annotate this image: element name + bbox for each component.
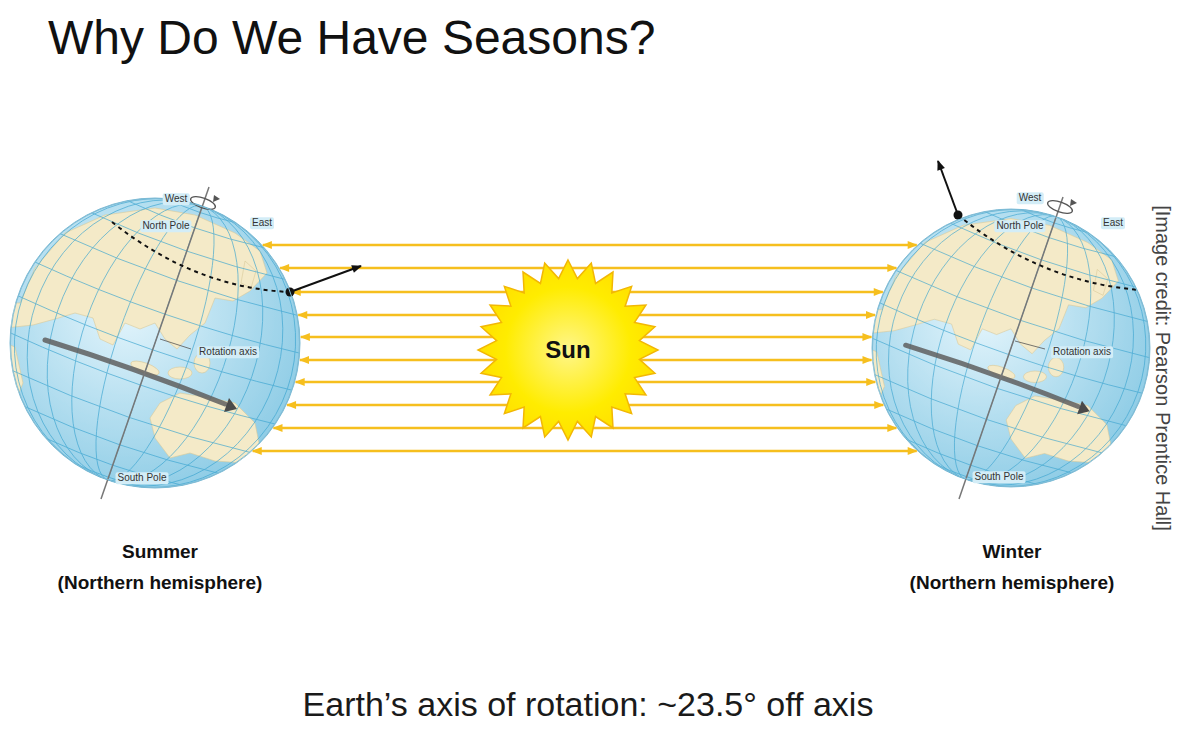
season-label: (Northern hemisphere) — [910, 572, 1115, 594]
sun-ray — [630, 359, 871, 362]
globe-node: WestNorth PoleEastRotation axisSouth Pol… — [872, 209, 1150, 487]
sun-ray — [253, 450, 568, 453]
winter-globe — [834, 171, 1180, 524]
sun-ray — [287, 404, 537, 407]
sun-ray — [593, 291, 883, 294]
surface-normal-arrow — [938, 161, 958, 215]
credit-note: [Image credit: Pearson Prentice Hall] — [1151, 205, 1174, 531]
globe-label: Rotation axis — [1051, 346, 1113, 358]
spin-symbol — [1046, 198, 1074, 216]
sun-ray — [620, 314, 875, 317]
spin-arrowhead — [213, 195, 220, 202]
globe-label: East — [250, 217, 274, 229]
sun-label: Sun — [545, 336, 590, 364]
sun-ray — [630, 336, 872, 339]
sun-ray — [622, 381, 875, 384]
globe-label: North Pole — [140, 220, 191, 232]
rotation-axis-line — [101, 187, 209, 499]
globe-label: South Pole — [116, 472, 169, 484]
globe-label: Rotation axis — [197, 346, 259, 358]
surface-normal-arrow — [290, 266, 361, 292]
sun-ray — [568, 244, 917, 247]
sun-ray — [568, 267, 896, 270]
spin-arrowhead — [1070, 199, 1077, 206]
latitude-dashed-line — [112, 222, 290, 292]
location-dot — [954, 211, 963, 220]
globe-label: West — [1017, 192, 1044, 204]
globe-outline — [873, 210, 1150, 487]
globe-label: South Pole — [973, 471, 1026, 483]
slide-caption: Earth’s axis of rotation: ~23.5° off axi… — [0, 684, 1176, 725]
sun-starburst — [478, 260, 658, 440]
sun-ray — [298, 314, 515, 317]
node-outline — [10, 198, 300, 488]
rotation-axis-line — [959, 197, 1063, 499]
globe-label: North Pole — [994, 220, 1045, 232]
season-label: Summer — [122, 541, 198, 563]
season-label: Winter — [983, 541, 1042, 563]
sun-ray — [568, 450, 917, 453]
sun-ray — [599, 404, 884, 407]
leader-line — [1015, 341, 1045, 349]
sun-node: Sun — [478, 260, 658, 440]
leader-line — [160, 339, 191, 349]
globe-label: West — [163, 193, 190, 205]
latitude-dashed-line — [958, 215, 1140, 290]
sun-ray — [301, 336, 506, 339]
sun-ray — [280, 267, 568, 270]
globe-label: East — [1101, 217, 1125, 229]
sun-ray — [263, 244, 568, 247]
sun-ray — [300, 359, 506, 362]
season-label: (Northern hemisphere) — [58, 572, 263, 594]
globe-outline — [11, 199, 300, 488]
sun-ray — [296, 381, 514, 384]
slide-title: Why Do We Have Seasons? — [48, 10, 655, 65]
globe-node: WestNorth PoleEastRotation axisSouth Pol… — [10, 198, 300, 488]
summer-globe — [0, 159, 339, 528]
sun-ray — [568, 427, 896, 430]
spin-symbol — [189, 194, 217, 212]
